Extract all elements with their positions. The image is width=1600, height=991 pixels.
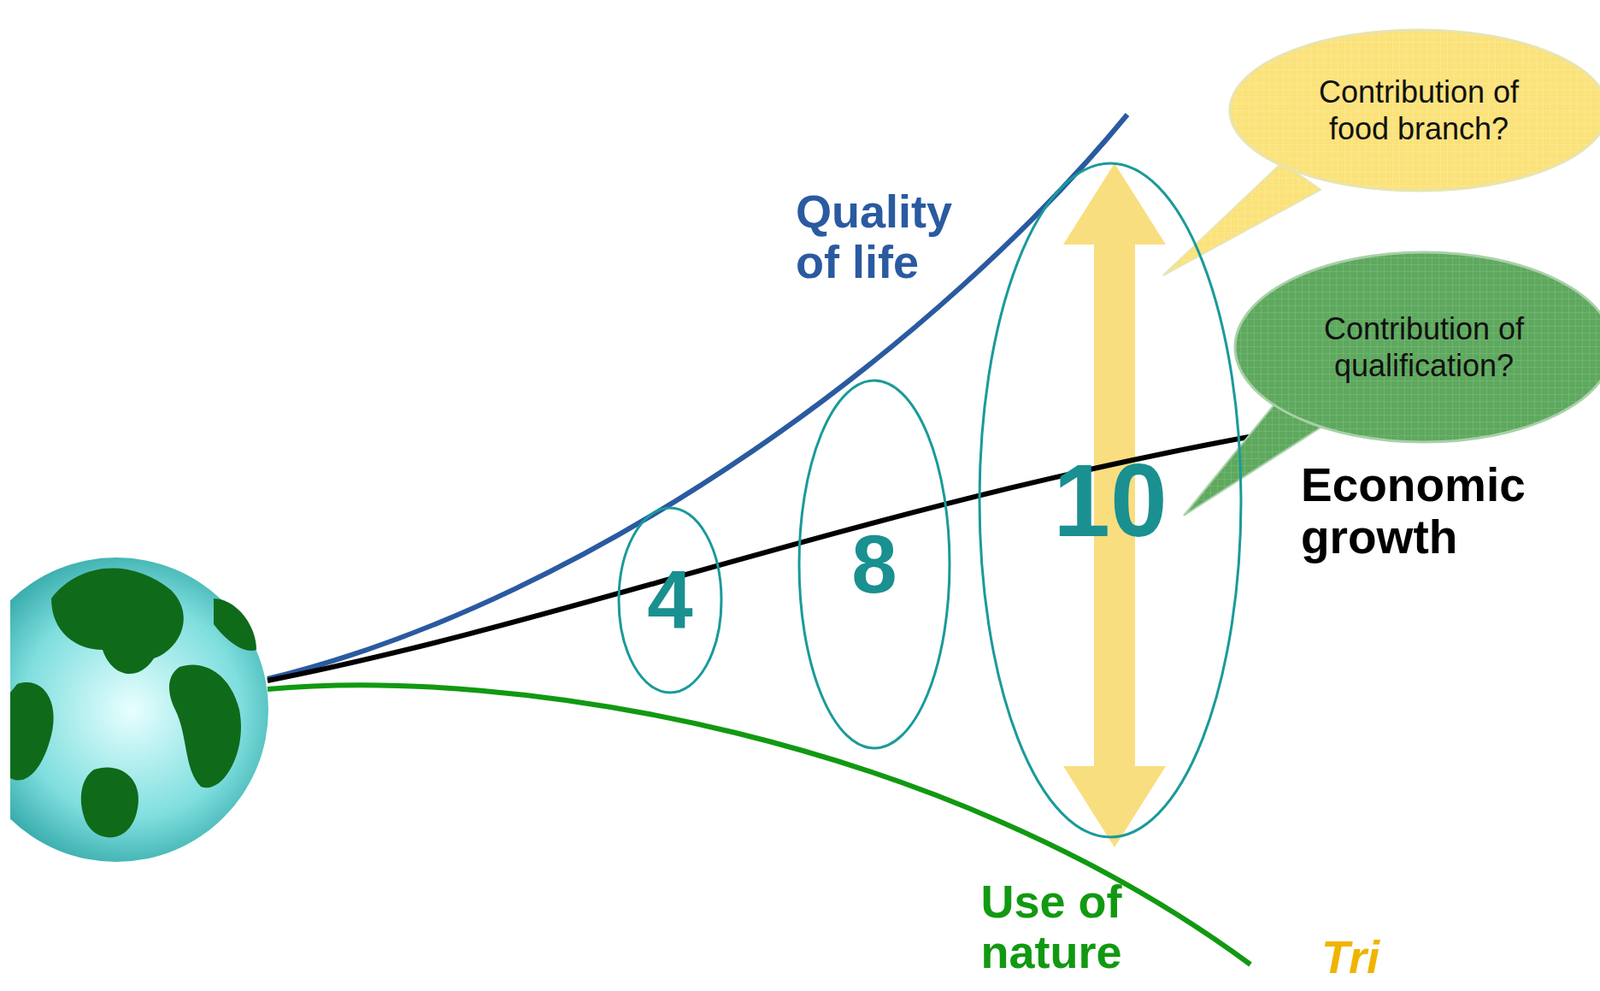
curve-label: Quality of life (795, 186, 1001, 289)
ellipse-shape (618, 507, 722, 693)
callout-tail (1163, 162, 1321, 276)
ellipse-shape (1229, 29, 1600, 191)
callout-text: Contribution of qualification? (1295, 310, 1553, 384)
cut-label: Tri (1321, 933, 1493, 980)
callout-text: Contribution of food branch? (1290, 73, 1548, 148)
ellipse-outline (1228, 28, 1600, 193)
curve-label: Economic growth (1300, 458, 1575, 563)
stage-number: 8 (805, 514, 943, 613)
globe (10, 557, 269, 862)
ellipse-outline (1233, 250, 1600, 444)
callout-bubble: Contribution of qualification? (1233, 250, 1600, 444)
stage-ellipse: 8 (797, 378, 952, 750)
ellipse-shape (979, 163, 1242, 837)
growth-curve (267, 413, 1389, 681)
curve-label: Use of nature (940, 876, 1163, 978)
quality-curve (267, 114, 1128, 679)
ellipse-shape (1235, 252, 1600, 442)
callout-bubble: Contribution of food branch? (1228, 28, 1600, 193)
stage-number: 4 (623, 550, 718, 649)
stage-number: 10 (999, 438, 1222, 562)
stage-ellipse: 10 (977, 161, 1243, 839)
stage-ellipse: 4 (617, 505, 724, 695)
ellipse-shape (799, 380, 950, 748)
